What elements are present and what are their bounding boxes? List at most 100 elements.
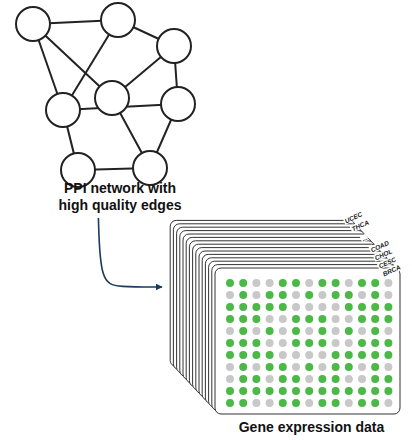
expression-dot — [358, 327, 366, 335]
expression-dot — [226, 351, 234, 359]
expression-dot — [384, 399, 392, 407]
expression-dot — [345, 351, 353, 359]
expression-dot — [305, 315, 313, 323]
expression-dot — [371, 303, 379, 311]
expression-dot — [226, 315, 234, 323]
expression-dot — [384, 351, 392, 359]
expression-dot — [318, 327, 326, 335]
expression-dot — [266, 375, 274, 383]
expression-dot — [332, 315, 340, 323]
expression-dot — [384, 387, 392, 395]
expression-dot — [318, 375, 326, 383]
expression-dot — [305, 363, 313, 371]
expression-dot — [318, 363, 326, 371]
expression-dot — [371, 327, 379, 335]
expression-dot — [305, 303, 313, 311]
expression-dot — [332, 375, 340, 383]
expression-dot — [371, 399, 379, 407]
expression-dot — [239, 315, 247, 323]
expression-dot — [318, 303, 326, 311]
expression-dot — [292, 387, 300, 395]
expression-dot — [345, 303, 353, 311]
expression-dot — [371, 279, 379, 287]
expression-dot — [358, 351, 366, 359]
expression-dot — [279, 327, 287, 335]
expression-dot — [226, 387, 234, 395]
expression-dot — [292, 315, 300, 323]
expression-dot — [292, 339, 300, 347]
expression-dot — [292, 363, 300, 371]
expression-dot — [266, 327, 274, 335]
expression-dot — [384, 291, 392, 299]
expression-dot — [371, 315, 379, 323]
expression-dot — [358, 387, 366, 395]
expression-dot — [384, 375, 392, 383]
expression-dot — [305, 327, 313, 335]
expression-dot — [332, 303, 340, 311]
network-panel: PPI network with high quality edges — [48, 180, 192, 214]
expression-dot — [358, 291, 366, 299]
expression-dot — [279, 291, 287, 299]
expression-dot — [252, 339, 260, 347]
expression-dot — [226, 303, 234, 311]
dataset-caption: Gene expression data — [215, 419, 408, 436]
expression-dot — [332, 339, 340, 347]
expression-dot — [226, 399, 234, 407]
expression-dot — [252, 327, 260, 335]
expression-dot — [318, 387, 326, 395]
expression-dot — [252, 387, 260, 395]
expression-dot — [318, 291, 326, 299]
expression-dot — [318, 279, 326, 287]
expression-dot — [226, 279, 234, 287]
expression-dot — [318, 399, 326, 407]
ppi-network — [16, 3, 195, 187]
expression-dot — [279, 363, 287, 371]
expression-dot — [226, 339, 234, 347]
expression-dot — [358, 375, 366, 383]
expression-dot — [345, 375, 353, 383]
expression-dot — [252, 279, 260, 287]
expression-dot — [358, 339, 366, 347]
expression-dot — [305, 387, 313, 395]
expression-dot — [332, 291, 340, 299]
expression-dot — [266, 399, 274, 407]
matrix-sheet — [215, 268, 400, 414]
expression-dot — [279, 399, 287, 407]
expression-dot — [358, 399, 366, 407]
expression-dot — [305, 375, 313, 383]
expression-dot — [252, 291, 260, 299]
expression-dot — [226, 375, 234, 383]
expression-dot — [358, 363, 366, 371]
expression-dot — [266, 363, 274, 371]
expression-dot — [358, 279, 366, 287]
expression-dot — [239, 351, 247, 359]
expression-dot — [239, 339, 247, 347]
expression-dot — [292, 279, 300, 287]
expression-dot — [332, 279, 340, 287]
expression-dot — [239, 291, 247, 299]
expression-dot — [266, 303, 274, 311]
expression-dot — [252, 375, 260, 383]
expression-dot — [279, 387, 287, 395]
expression-dot — [226, 291, 234, 299]
expression-dot — [305, 351, 313, 359]
expression-dot — [371, 387, 379, 395]
expression-dot — [252, 351, 260, 359]
expression-dot — [266, 351, 274, 359]
expression-matrix-stack — [170, 220, 400, 414]
expression-dot — [292, 375, 300, 383]
expression-dot — [279, 351, 287, 359]
expression-dot — [292, 351, 300, 359]
expression-dot — [305, 291, 313, 299]
expression-dot — [332, 327, 340, 335]
expression-dot — [384, 339, 392, 347]
expression-dot — [252, 315, 260, 323]
expression-dot — [226, 363, 234, 371]
expression-dot — [279, 339, 287, 347]
expression-dot — [332, 351, 340, 359]
network-caption: PPI network with high quality edges — [48, 180, 192, 214]
expression-dot — [279, 303, 287, 311]
expression-dot — [371, 291, 379, 299]
expression-dot — [226, 327, 234, 335]
expression-dot — [266, 339, 274, 347]
